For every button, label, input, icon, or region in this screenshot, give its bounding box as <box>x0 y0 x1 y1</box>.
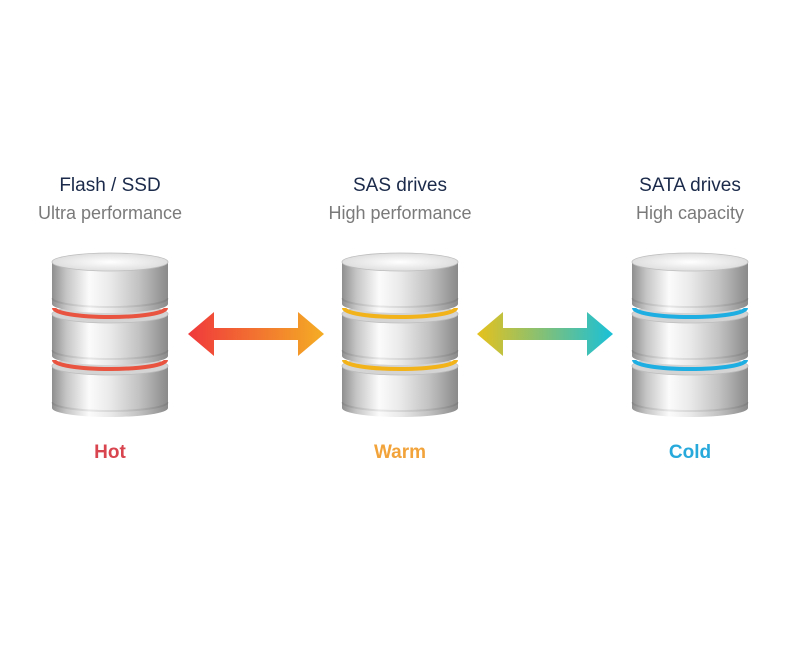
tier-subtitle: Ultra performance <box>37 203 183 223</box>
drum-band <box>52 359 168 371</box>
tier-title: SAS drives <box>353 175 447 196</box>
drum-cap <box>341 252 459 272</box>
drum-body <box>52 366 168 417</box>
arrow-shape <box>477 312 613 356</box>
tier-label-hot: Hot <box>94 442 126 463</box>
tier-title: Flash / SSD <box>59 175 161 196</box>
drum-body <box>52 262 168 313</box>
drum-segment <box>631 252 749 319</box>
drum-body <box>52 314 168 365</box>
drum-body <box>342 314 458 365</box>
drum-cap <box>631 252 749 272</box>
tier-flash-ssd: Flash / SSD Ultra performance Hot <box>0 172 225 463</box>
double-arrow-icon <box>188 312 324 356</box>
double-arrow-icon <box>477 312 613 356</box>
database-drum-icon <box>341 252 459 417</box>
drum-band <box>632 307 748 319</box>
drum-body <box>342 366 458 417</box>
drum-cap <box>51 252 169 272</box>
drum-segment <box>51 252 169 319</box>
drum-band <box>632 359 748 371</box>
drum-body <box>342 262 458 313</box>
database-drum-icon <box>631 252 749 417</box>
drum-body <box>632 262 748 313</box>
tier-title: SATA drives <box>639 175 741 196</box>
arrow-shape <box>188 312 324 356</box>
drum-band <box>52 307 168 319</box>
tier-sata-drives: SATA drives High capacity Cold <box>575 172 800 463</box>
tier-label-cold: Cold <box>668 442 712 463</box>
drum-body <box>632 314 748 365</box>
drum-segment <box>341 252 459 319</box>
tier-subtitle: High capacity <box>635 203 745 223</box>
drum-band <box>342 307 458 319</box>
drum-body <box>632 366 748 417</box>
database-drum-icon <box>51 252 169 417</box>
tier-subtitle: High performance <box>328 203 472 223</box>
drum-band <box>342 359 458 371</box>
tier-label-warm: Warm <box>373 442 427 463</box>
tier-sas-drives: SAS drives High performance Warm <box>285 172 515 463</box>
